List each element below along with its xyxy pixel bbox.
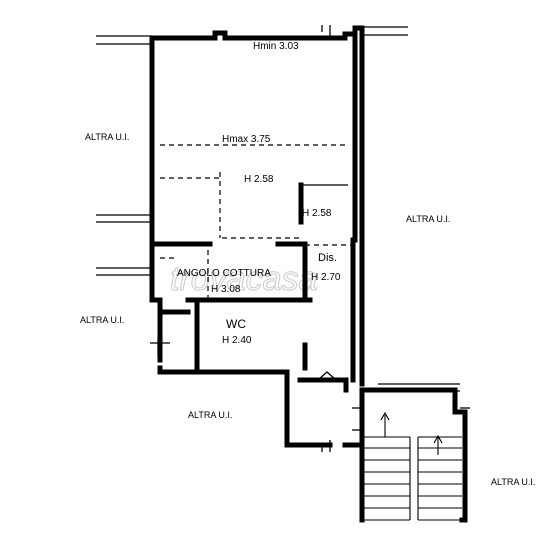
angolo-height-label: H 3.08 bbox=[211, 284, 241, 295]
main-height-label: H 2.58 bbox=[244, 174, 274, 185]
door-details bbox=[150, 25, 470, 452]
altra-ui-bottom-right: ALTRA U.I. bbox=[491, 477, 535, 487]
altra-ui-left-top: ALTRA U.I. bbox=[85, 132, 129, 142]
angolo-cottura-label: ANGOLO COTTURA bbox=[177, 268, 271, 279]
hmax-label: Hmax 3.75 bbox=[222, 134, 271, 145]
watermark: trovacasa bbox=[170, 260, 317, 298]
staircase bbox=[362, 411, 462, 521]
walls bbox=[149, 25, 468, 523]
wc-height-label: H 2.40 bbox=[222, 335, 252, 346]
ceiling-lines bbox=[160, 144, 352, 300]
hmin-label: Hmin 3.03 bbox=[253, 41, 299, 52]
altra-ui-left-mid: ALTRA U.I. bbox=[80, 315, 124, 325]
altra-ui-right-top: ALTRA U.I. bbox=[406, 214, 450, 224]
dis-height-label: H 2.70 bbox=[311, 272, 341, 283]
side-height-label: H 2.58 bbox=[302, 208, 332, 219]
dis-label: Dis. bbox=[318, 252, 337, 264]
room-labels: Hmin 3.03 Hmax 3.75 H 2.58 H 2.58 Dis. H… bbox=[80, 41, 535, 487]
altra-ui-bottom-center: ALTRA U.I. bbox=[188, 410, 232, 420]
wc-label: WC bbox=[226, 317, 246, 331]
